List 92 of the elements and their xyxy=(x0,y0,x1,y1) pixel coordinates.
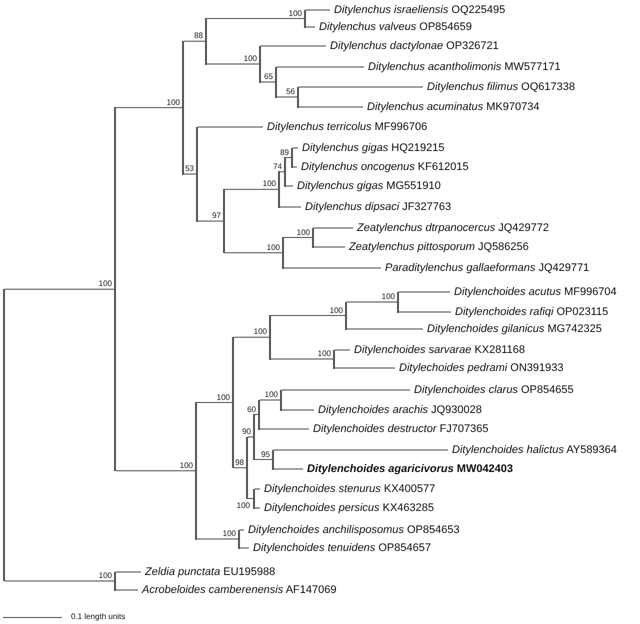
tree-branch xyxy=(254,488,260,490)
taxon-label: Ditylenchoides anchilisposomus OP854653 xyxy=(244,523,460,537)
scale-label: 0.1 length units xyxy=(71,612,126,622)
taxon-label: Ditylenchoides rafiqi OP023115 xyxy=(451,305,608,319)
tree-branch xyxy=(283,237,312,238)
bootstrap-value: 89 xyxy=(280,148,289,156)
tree-branch xyxy=(285,157,292,158)
taxon-label: Ditylenchoides arachis JQ930028 xyxy=(314,403,482,417)
taxon-label: Zeatylenchus pittosporum JQ586256 xyxy=(345,240,529,254)
tree-branch xyxy=(273,468,304,470)
bootstrap-value: 100 xyxy=(382,292,395,301)
tree-branch xyxy=(183,40,206,42)
bootstrap-value: 100 xyxy=(318,349,331,358)
bootstrap-value: 100 xyxy=(222,529,236,538)
tree-branch xyxy=(276,66,364,68)
bootstrap-value: 100 xyxy=(296,228,310,236)
tree-branch xyxy=(197,220,224,222)
tree-branch xyxy=(196,402,232,403)
bootstrap-value: 97 xyxy=(212,211,221,220)
tree-branch xyxy=(4,580,114,582)
taxon-label: Ditylenchoides halictus AY589364 xyxy=(448,443,617,457)
bootstrap-value: 65 xyxy=(264,72,273,81)
taxon-label: Ditylenchus valveus OP854659 xyxy=(315,20,472,34)
tree-branch xyxy=(233,467,246,468)
bootstrap-value: 56 xyxy=(286,87,295,96)
taxon-label: Ditylenchoides agaricivorus MW042403 xyxy=(303,462,514,476)
bootstrap-value: 53 xyxy=(185,164,194,174)
bootstrap-value: 90 xyxy=(242,427,251,436)
bootstrap-value: 60 xyxy=(247,404,256,414)
taxon-label: Paraditylenchus gallaeformans JQ429771 xyxy=(381,261,590,275)
tree-branch xyxy=(115,470,196,472)
tree-branch xyxy=(206,18,304,19)
bootstrap-value: 88 xyxy=(194,31,203,40)
taxon-label: Ditylenchoides acutus MF996704 xyxy=(450,285,617,299)
tree-branch xyxy=(313,246,346,248)
tree-branch xyxy=(247,498,254,499)
taxon-label: Ditylenchoides tenuidens OP854657 xyxy=(249,541,431,555)
taxon-label: Ditylenchoides clarus OP854655 xyxy=(410,383,574,397)
tree-branch xyxy=(197,126,264,128)
tree-branch xyxy=(298,106,364,108)
bootstrap-value: 100 xyxy=(236,500,250,510)
bootstrap-value: 100 xyxy=(98,279,112,288)
tree-branch xyxy=(254,459,272,460)
tree-branch xyxy=(279,206,302,208)
bootstrap-value: 100 xyxy=(266,242,280,252)
tree-branch xyxy=(4,288,114,290)
taxon-label: Ditylenchus israeliensis OQ225495 xyxy=(330,3,506,17)
taxon-label: Zeatylenchus dtrpanocercus JQ429772 xyxy=(353,221,550,235)
tree-branch xyxy=(196,538,238,540)
bootstrap-value: 100 xyxy=(288,8,302,18)
bootstrap-value: 100 xyxy=(330,306,343,314)
bootstrap-value: 100 xyxy=(244,54,257,63)
tree-branch xyxy=(233,336,270,338)
tree-branch xyxy=(183,174,196,175)
tree-branch xyxy=(247,436,254,438)
taxon-label: Ditylenchus dipsaci JF327763 xyxy=(301,200,452,214)
taxon-label: Ditylechoides pedrami ON391933 xyxy=(395,361,564,375)
bootstrap-value: 100 xyxy=(262,179,276,188)
taxon-label: Ditylenchus gigas MG551910 xyxy=(293,179,441,193)
tree-branch xyxy=(224,252,282,254)
taxon-label: Ditylenchoides stenurus KX400577 xyxy=(260,482,436,496)
taxon-label: Ditylenchus terricolus MF996706 xyxy=(263,120,428,134)
tree-branch xyxy=(270,358,334,360)
taxon-label: Ditylenchoides gilanicus MG742325 xyxy=(423,322,602,336)
taxon-label: Ditylenchus dactylonae OP326721 xyxy=(326,39,499,53)
taxon-label: Acrobeloides camberenensis AF147069 xyxy=(138,583,336,597)
bootstrap-value: 100 xyxy=(98,571,112,580)
taxon-label: Ditylenchus acantholimonis MW577171 xyxy=(364,60,561,74)
tree-branch xyxy=(305,26,316,28)
bootstrap-value: 100 xyxy=(216,392,230,402)
taxon-label: Zeldia punctata EU195988 xyxy=(141,565,276,579)
tree-branch xyxy=(224,188,278,190)
tree-branch xyxy=(276,96,298,98)
tree-branch xyxy=(270,315,346,316)
tree-branch xyxy=(259,428,310,430)
tree-branch xyxy=(346,328,424,330)
bootstrap-value: 100 xyxy=(264,390,278,399)
taxon-label: Ditylenchoides destructor FJ707365 xyxy=(309,422,488,436)
bootstrap-value: 98 xyxy=(235,458,244,467)
taxon-label: Ditylenchus filimus OQ617338 xyxy=(423,80,575,94)
taxon-label: Ditylenchus gigas HQ219215 xyxy=(298,141,444,155)
bootstrap-value: 100 xyxy=(166,98,180,107)
taxon-label: Ditylenchoides sarvarae KX281168 xyxy=(350,343,526,357)
bootstrap-value: 95 xyxy=(261,450,270,458)
bootstrap-value: 100 xyxy=(254,327,267,336)
tree-branch xyxy=(115,107,182,108)
bootstrap-value: 100 xyxy=(180,460,193,470)
taxon-label: Ditylenchus oncogenus KF612015 xyxy=(297,160,469,174)
taxon-label: Ditylenchus acuminatus MK970734 xyxy=(363,100,540,114)
tree-branch xyxy=(298,86,424,88)
taxon-label: Ditylenchoides persicus KX463285 xyxy=(260,501,434,515)
bootstrap-value: 74 xyxy=(273,162,282,171)
